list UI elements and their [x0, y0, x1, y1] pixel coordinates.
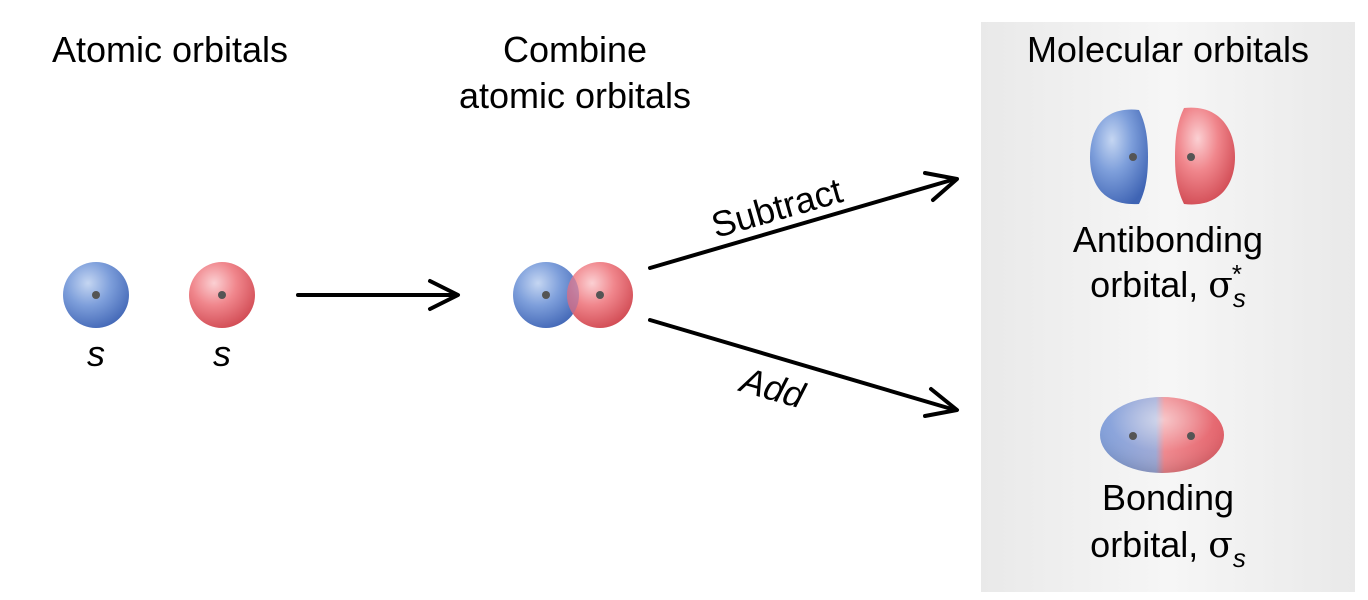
antibonding-superscript: * — [1232, 259, 1242, 289]
nucleus-dot — [1187, 153, 1195, 161]
nucleus-dot — [542, 291, 550, 299]
nucleus-dot — [218, 291, 226, 299]
nucleus-dot — [596, 291, 604, 299]
atomic-orbital-label-2: s — [213, 333, 231, 374]
antibonding-label-line2: orbital, σs* — [1090, 259, 1246, 313]
molecular-orbitals-panel — [981, 22, 1355, 592]
subtract-arrow — [648, 171, 959, 270]
bonding-subscript: s — [1233, 543, 1246, 573]
nucleus-dot — [1129, 153, 1137, 161]
antibonding-orbital — [1090, 107, 1235, 205]
antibonding-label-line1: Antibonding — [1073, 219, 1263, 260]
atomic-orbitals-title: Atomic orbitals — [52, 29, 288, 70]
bonding-label-line1: Bonding — [1102, 477, 1234, 518]
atomic-orbital-label-1: s — [87, 333, 105, 374]
nucleus-dot — [92, 291, 100, 299]
combine-title-line2: atomic orbitals — [459, 75, 691, 116]
bonding-sigma: σ — [1208, 525, 1233, 566]
nucleus-dot — [1187, 432, 1195, 440]
bonding-orbital-word: orbital, — [1090, 524, 1208, 565]
molecular-orbitals-title: Molecular orbitals — [1027, 29, 1309, 70]
nucleus-dot — [1129, 432, 1137, 440]
add-label: Add — [734, 359, 810, 417]
add-arrow — [648, 318, 959, 418]
antibonding-sigma: σ — [1208, 265, 1233, 306]
combine-title-line1: Combine — [503, 29, 647, 70]
antibonding-subscript: s — [1233, 283, 1246, 313]
atomic-orbital-s-blue — [63, 262, 129, 328]
subtract-label: Subtract — [707, 169, 847, 245]
bonding-label-line2: orbital, σs — [1090, 524, 1246, 573]
combined-orbitals — [513, 262, 633, 328]
bonding-orbital — [1100, 397, 1224, 473]
combine-arrow — [296, 279, 460, 311]
antibonding-orbital-word: orbital, — [1090, 264, 1208, 305]
atomic-orbital-s-red — [189, 262, 255, 328]
